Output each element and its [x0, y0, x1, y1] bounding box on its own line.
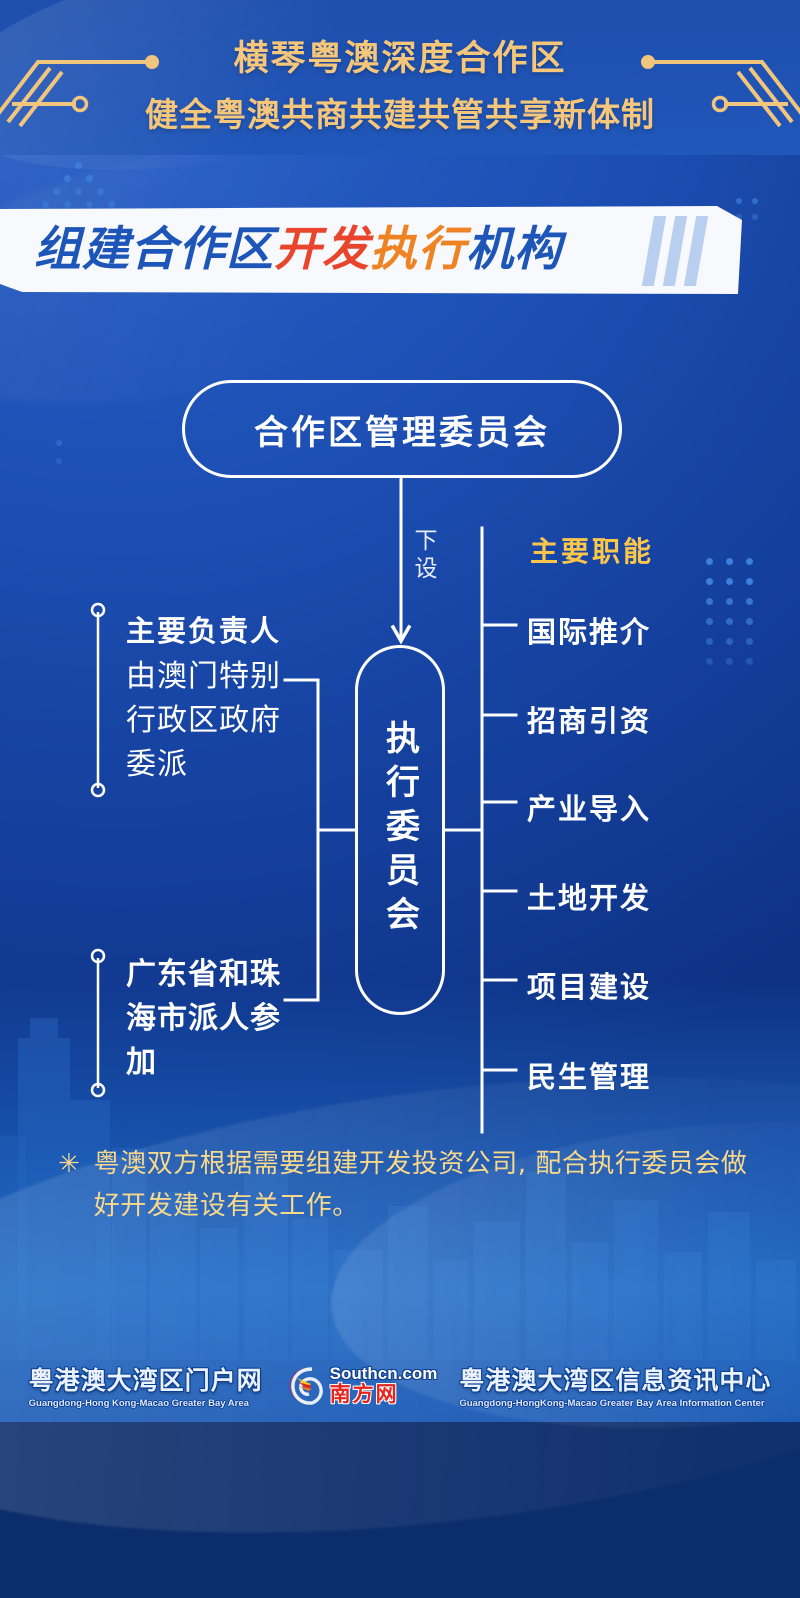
functions-title: 主要职能 [530, 535, 655, 568]
banner-segment-2: 开发 [274, 222, 370, 277]
logo-bay-area-portal[interactable]: 粤港澳大湾区门户网 Guangdong-Hong Kong-Macao Grea… [29, 1361, 263, 1409]
node-management-committee[interactable]: 合作区管理委员会 [182, 380, 622, 478]
southcn-swirl-icon [288, 1367, 323, 1405]
function-item-0[interactable]: 国际推介 [527, 615, 652, 649]
footnote-marker-icon: ✳ [58, 1148, 80, 1178]
header: 横琴粤澳深度合作区 健全粤澳共商共建共管共享新体制 [0, 0, 800, 158]
left-group-1-body: 由澳门特别行政区政府委派 [126, 659, 281, 782]
header-decoration-left-icon [0, 55, 159, 128]
function-item-5[interactable]: 民生管理 [527, 1060, 652, 1094]
header-title: 横琴粤澳深度合作区 [233, 39, 567, 79]
header-band [0, 0, 800, 155]
footer: 粤港澳大湾区门户网 Guangdong-Hong Kong-Macao Grea… [0, 1355, 800, 1415]
banner-segment-1: 组建合作区 [34, 222, 274, 277]
org-chart: 合作区管理委员会 下设 执行委员会 主要负责人 由澳门特别行政区政府委派 广东省… [0, 300, 800, 1140]
banner-segment-4: 机构 [466, 222, 562, 277]
banner-background [0, 206, 742, 294]
left-group-1-heading: 主要负责人 [126, 614, 282, 648]
header-decoration-right-icon [641, 55, 800, 128]
logo-southcn[interactable]: Southcn.com 南方网 [285, 1362, 438, 1408]
function-item-2[interactable]: 产业导入 [527, 792, 652, 826]
background-lower-glow [0, 980, 800, 1422]
logo-bay-area-info-center-cn: 粤港澳大湾区信息资讯中心 [459, 1366, 772, 1395]
function-item-4[interactable]: 项目建设 [527, 970, 652, 1004]
function-item-3[interactable]: 土地开发 [527, 881, 652, 915]
header-subtitle: 健全粤澳共商共建共管共享新体制 [145, 95, 655, 134]
left-rail-lower [90, 948, 106, 1098]
chart-connector-lines [283, 476, 518, 1134]
footnote-text: 粤澳双方根据需要组建开发投资公司, 配合执行委员会做好开发建设有关工作。 [93, 1149, 748, 1221]
banner-segment-3: 执行 [370, 222, 466, 277]
logo-bay-area-info-center[interactable]: 粤港澳大湾区信息资讯中心 Guangdong-HongKong-Macao Gr… [459, 1361, 771, 1409]
logo-southcn-domain: Southcn.com [329, 1364, 438, 1383]
logo-southcn-cn: 南方网 [329, 1382, 399, 1406]
section-title-banner: 组建合作区开发执行机构 [0, 206, 742, 294]
function-item-1[interactable]: 招商引资 [527, 704, 652, 738]
node-executive-committee[interactable]: 执行委员会 [355, 645, 445, 1015]
connector-label-xiashe: 下设 [410, 528, 436, 584]
logo-bay-area-portal-en: Guangdong-Hong Kong-Macao Greater Bay Ar… [28, 1398, 249, 1409]
left-group-2-body: 广东省和珠海市派人参加 [126, 957, 281, 1080]
logo-bay-area-info-center-en: Guangdong-HongKong-Macao Greater Bay Are… [459, 1398, 765, 1409]
left-rail-upper [90, 602, 106, 798]
logo-bay-area-portal-cn: 粤港澳大湾区门户网 [28, 1366, 263, 1395]
node-management-committee-label: 合作区管理委员会 [254, 412, 550, 453]
node-executive-committee-label: 执行委员会 [379, 720, 420, 940]
footnote: ✳ 粤澳双方根据需要组建开发投资公司, 配合执行委员会做好开发建设有关工作。 [58, 1143, 758, 1227]
banner-title: 组建合作区开发执行机构 [34, 220, 562, 280]
